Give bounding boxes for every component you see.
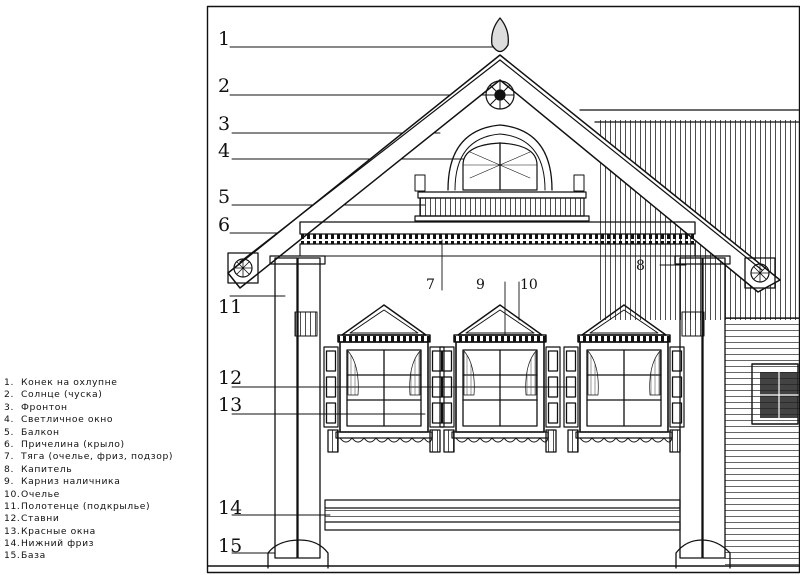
legend-label: Красные окна — [21, 525, 96, 537]
legend-item: 3. Фронтон — [4, 402, 204, 414]
legend-number: 4. — [4, 414, 14, 426]
callout-13: 13 — [218, 394, 242, 416]
legend-item: 7. Тяга (очелье, фриз, подзор) — [4, 451, 204, 463]
legend-number: 1. — [4, 377, 14, 388]
legend-number: 3. — [4, 401, 14, 413]
legend-label: Тяга (очелье, фриз, подзор) — [21, 451, 174, 463]
legend-number: 11. — [4, 500, 21, 512]
window-left — [324, 305, 444, 452]
legend-item: 10.Очелье — [4, 489, 204, 501]
legend-label: Карниз наличника — [21, 476, 121, 488]
legend-item: 8. Капитель — [4, 464, 204, 476]
pilasters — [267, 255, 731, 569]
balcony — [414, 191, 590, 222]
legend-label: Фронтон — [21, 401, 68, 413]
legend-label: Балкон — [21, 426, 60, 438]
legend-number: 2. — [4, 389, 14, 401]
legend-item: 4. Светличное окно — [4, 414, 204, 426]
legend-item: 9. Карниз наличника — [4, 476, 204, 488]
ridge-finial — [491, 17, 509, 53]
legend-number: 8. — [4, 463, 14, 475]
legend-label: Ставни — [21, 513, 60, 525]
callout-10: 10 — [520, 277, 538, 293]
legend-item: 15.База — [4, 550, 204, 562]
callout-1: 1 — [218, 28, 230, 50]
callout-5: 5 — [218, 186, 230, 208]
callout-7: 7 — [426, 277, 435, 293]
legend-number: 6. — [4, 438, 14, 450]
legend-number: 10. — [4, 488, 21, 500]
sun-ornament — [485, 80, 515, 110]
legend-item: 6. Причелина (крыло) — [4, 439, 204, 451]
callout-6: 6 — [218, 214, 230, 236]
bargeboard-end-left — [227, 252, 259, 284]
legend-number: 5. — [4, 426, 14, 438]
callout-9: 9 — [476, 277, 485, 293]
legend-label: База — [21, 550, 46, 562]
legend-label: Светличное окно — [21, 414, 114, 426]
callout-4: 4 — [218, 140, 230, 162]
callout-12: 12 — [218, 367, 242, 389]
window-center — [440, 305, 560, 452]
gable-roof — [227, 17, 781, 293]
legend-label: Конек на охлупне — [21, 377, 118, 388]
legend-number: 9. — [4, 476, 14, 488]
callout-15: 15 — [218, 535, 242, 557]
callout-3: 3 — [218, 113, 230, 135]
legend-label: Очелье — [21, 488, 60, 500]
legend-item: 2. Солнце (чуска) — [4, 389, 204, 401]
window-right — [564, 305, 684, 452]
legend-label: Капитель — [21, 463, 73, 475]
legend-item: 12.Ставни — [4, 513, 204, 525]
legend-label: Нижний фриз — [21, 538, 95, 550]
attic-window — [414, 124, 585, 192]
legend-item: 13.Красные окна — [4, 526, 204, 538]
legend-label: Причелина (крыло) — [21, 438, 125, 450]
legend-number: 15. — [4, 550, 21, 562]
legend: 1. Конек на охлупне 2. Солнце (чуска) 3. Фр… — [4, 377, 204, 563]
callout-2: 2 — [218, 75, 230, 97]
bargeboard-end-right — [744, 257, 776, 289]
legend-number: 7. — [4, 451, 14, 463]
callout-8: 8 — [636, 258, 645, 274]
legend-item: 14.Нижний фриз — [4, 538, 204, 550]
legend-label: Солнце (чуска) — [21, 389, 103, 401]
legend-label: Полотенце (подкрылье) — [21, 500, 151, 512]
callout-14: 14 — [218, 497, 242, 519]
legend-number: 13. — [4, 525, 21, 537]
frieze — [299, 221, 696, 257]
legend-item: 5. Балкон — [4, 427, 204, 439]
legend-number: 14. — [4, 538, 21, 550]
callout-numbers: 1 2 3 4 5 6 7 8 9 10 11 12 13 14 15 — [218, 28, 645, 557]
callout-11: 11 — [218, 296, 242, 318]
legend-item: 11.Полотенце (подкрылье) — [4, 501, 204, 513]
lower-frieze — [324, 499, 681, 531]
legend-number: 12. — [4, 513, 21, 525]
legend-item: 1. Конек на охлупне — [4, 377, 204, 389]
